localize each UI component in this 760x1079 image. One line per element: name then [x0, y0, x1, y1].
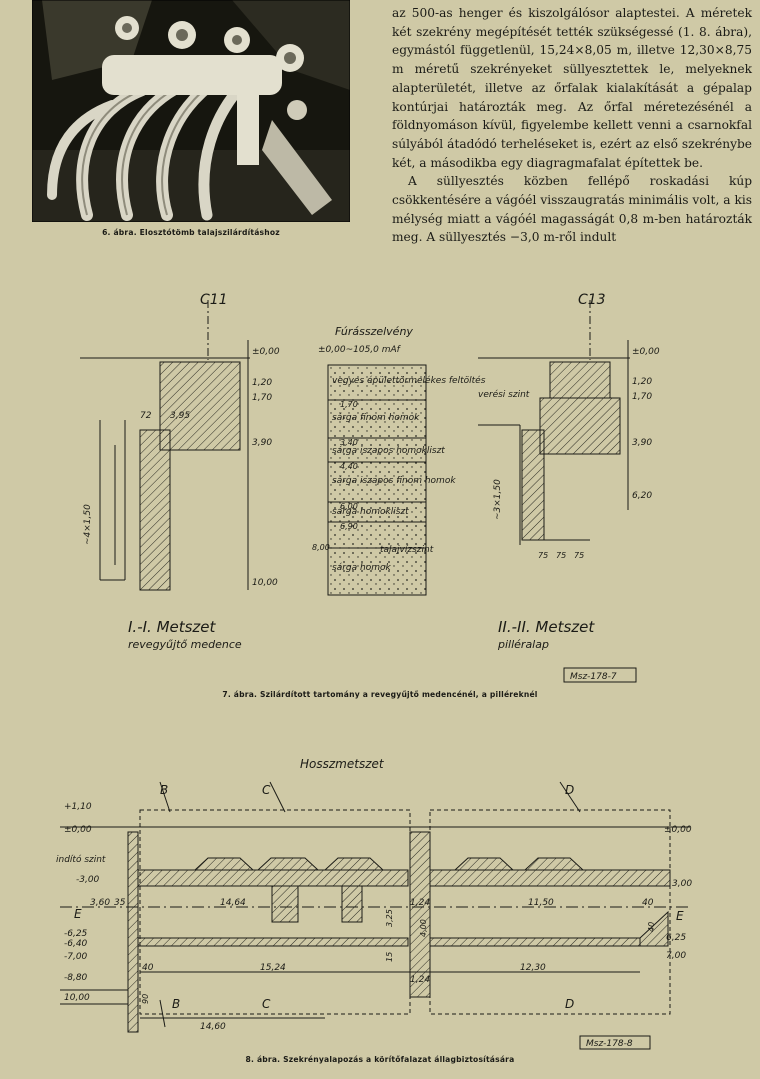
figure-6-caption: 6. ábra. Elosztótömb talajszilárdításhoz — [102, 228, 280, 237]
dim-1464: 14,64 — [220, 898, 246, 908]
layer-4: sárga iszapos finom homok — [332, 476, 456, 486]
marker-B-top: B — [160, 783, 168, 797]
right-level-0: ±0,00 — [632, 347, 660, 357]
marker-D-top: D — [565, 783, 574, 797]
right-subtitle: pilléralap — [497, 638, 549, 651]
right-level-4: 6,20 — [632, 491, 652, 501]
paragraph-2: A süllyesztés közben fellépő roskadási k… — [392, 174, 752, 245]
dim-90: 90 — [141, 994, 150, 1004]
lvl-000: ±0,00 — [64, 825, 92, 835]
lvl-640: -6,40 — [64, 939, 88, 949]
profile-elev: ±0,00~105,0 mAf — [318, 345, 402, 355]
marker-E-left: E — [74, 907, 82, 921]
layer-5: sárga homokliszt — [332, 507, 409, 517]
dim-325: 3,25 — [385, 909, 394, 927]
right-water-label: verési szint — [478, 389, 530, 400]
depth-6: 8,00 — [312, 543, 330, 552]
dim-1150: 11,50 — [528, 898, 554, 908]
dim-40-top: 40 — [642, 898, 654, 908]
dim-124-top: 1,24 — [410, 898, 430, 908]
dim-1230: 12,30 — [520, 963, 546, 973]
figure-6-photo — [32, 0, 350, 222]
water-label: talajvízszint — [380, 545, 434, 555]
left-level-2: 1,70 — [252, 393, 272, 403]
left-level-1: 1,20 — [252, 378, 272, 388]
marker-C-bottom: C — [262, 997, 271, 1011]
depth-3: 4,40 — [340, 462, 358, 471]
layer-6: sárga homok — [332, 563, 391, 573]
paragraph-1: az 500-as henger és kiszolgálósor alapte… — [392, 6, 752, 170]
lvl-start: indító szint — [56, 854, 106, 865]
dim-360: 3,60 — [90, 898, 110, 908]
marker-B-bottom: B — [172, 997, 180, 1011]
depth-5: 6,90 — [340, 522, 358, 531]
depth-1: 1,70 — [340, 400, 358, 409]
profile-title: Fúrásszelvény — [335, 325, 413, 338]
marker-D-bottom: D — [565, 997, 574, 1011]
dim-1460: 14,60 — [200, 1022, 226, 1032]
right-dim-75c: 75 — [574, 551, 584, 560]
left-dim-395: 3,95 — [170, 411, 190, 421]
lvl-880: -8,80 — [64, 973, 88, 983]
lvl-625: -6,25 — [64, 929, 88, 939]
left-dim-72: 72 — [140, 411, 152, 421]
left-dim-vert: ~4×1,50 — [83, 504, 93, 545]
vdim-15: 15 — [385, 952, 394, 962]
figure-8: Hosszmetszet — [0, 752, 760, 1052]
left-col-label: C11 — [200, 292, 228, 308]
dim-124-bottom: 1,24 — [410, 975, 430, 985]
depth-4: 6,00 — [340, 502, 358, 511]
figure-8-caption: 8. ábra. Szekrényalapozás a körítőfalaza… — [245, 1055, 515, 1064]
lvl-110: +1,10 — [64, 802, 92, 812]
right-col-label: C13 — [578, 292, 606, 308]
lvl-1000: 10,00 — [64, 993, 90, 1003]
right-level-2: 1,70 — [632, 392, 652, 402]
fig8-title: Hosszmetszet — [300, 757, 385, 771]
left-level-0: ±0,00 — [252, 347, 280, 357]
rlvl-300: 3,00 — [672, 879, 692, 889]
rlvl-625: 6,25 — [666, 933, 686, 943]
left-title: I.-I. Metszet — [128, 618, 217, 636]
stamp-7: Msz-178-7 — [570, 672, 617, 682]
right-dim-vert: ~3×1,50 — [493, 479, 503, 520]
right-dim-75a: 75 — [538, 551, 548, 560]
marker-E-right: E — [676, 909, 684, 923]
layer-3: sárga iszapos homokliszt — [332, 446, 445, 456]
marker-C-top: C — [262, 783, 271, 797]
lvl-300: -3,00 — [76, 875, 100, 885]
dim-1524: 15,24 — [260, 963, 286, 973]
left-level-3: 3,90 — [252, 438, 272, 448]
figure-7: C11 3,95 72 ~4×1,50 ±0,00 1,20 1,70 3,90… — [0, 280, 760, 685]
left-level-4: 10,00 — [252, 578, 278, 588]
layer-2: sárga finom homok — [332, 413, 420, 423]
rlvl-000: ±0,00 — [664, 825, 692, 835]
layer-1: vegyes épülettörmelékes feltöltés — [332, 375, 486, 386]
right-level-3: 3,90 — [632, 438, 652, 448]
lvl-700: -7,00 — [64, 952, 88, 962]
dim-40-bottom: 40 — [142, 963, 154, 973]
right-title: II.-II. Metszet — [498, 618, 595, 636]
left-subtitle: revegyűjtő medence — [128, 638, 242, 651]
article-text: az 500-as henger és kiszolgálósor alapte… — [392, 4, 752, 247]
vdim-40: 40 — [647, 922, 656, 932]
right-dim-75b: 75 — [556, 551, 566, 560]
rlvl-700: 7,00 — [666, 951, 686, 961]
depth-2: 3,40 — [340, 438, 358, 447]
right-level-1: 1,20 — [632, 377, 652, 387]
figure-7-caption: 7. ábra. Szilárdított tartomány a revegy… — [222, 690, 538, 699]
dim-35: 35 — [114, 898, 126, 908]
vdim-400: 4,00 — [419, 919, 428, 937]
stamp-8: Msz-178-8 — [586, 1039, 633, 1049]
